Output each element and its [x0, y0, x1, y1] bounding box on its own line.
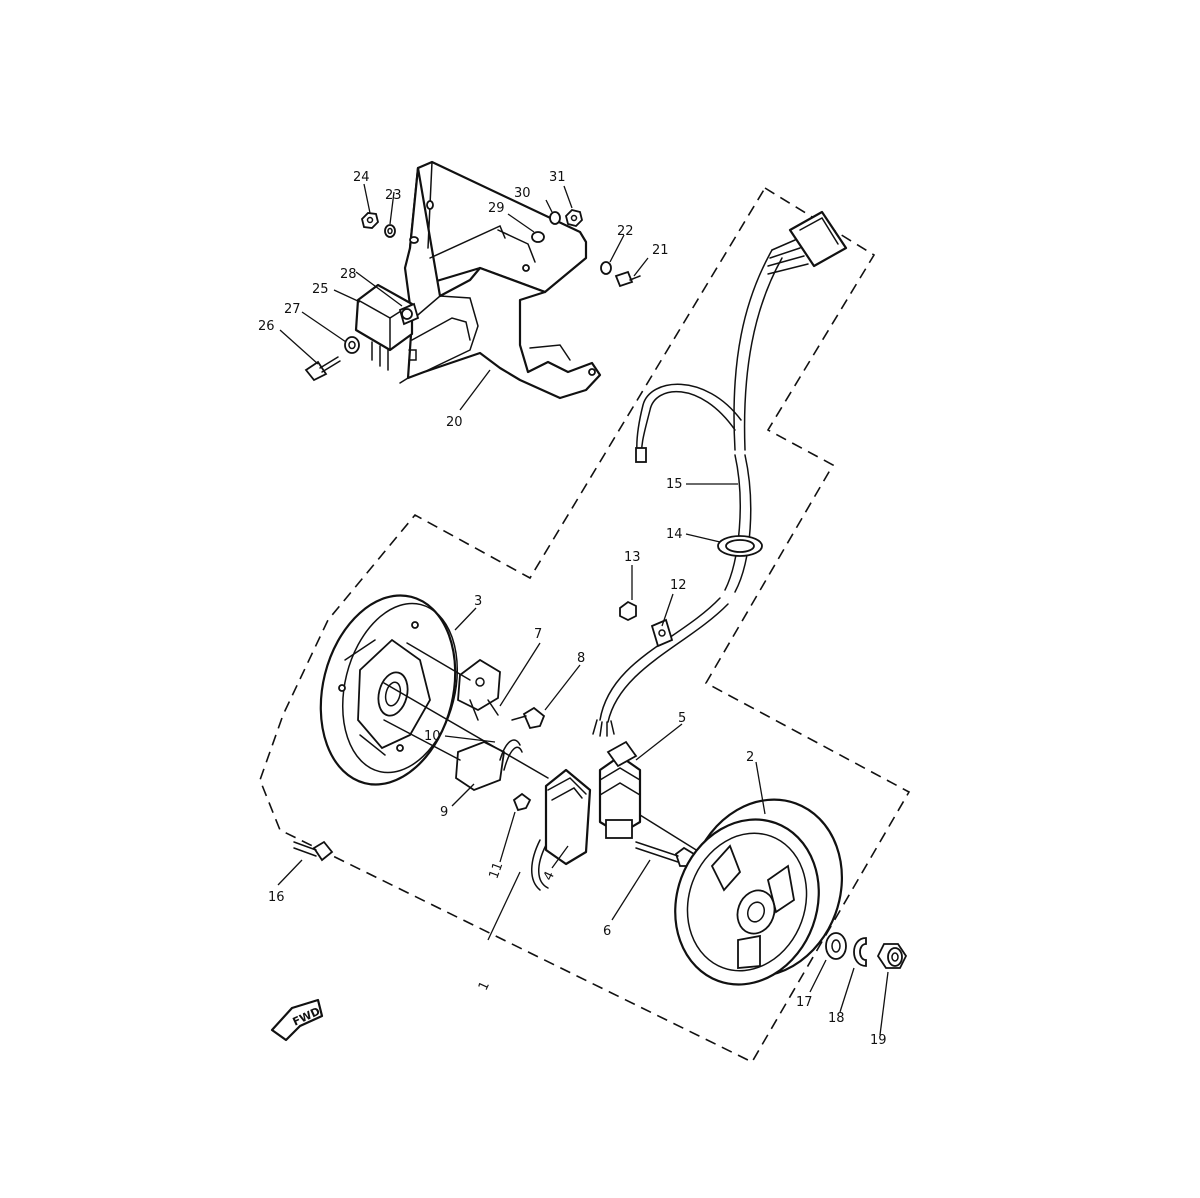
label-part-7: 7 [534, 627, 542, 642]
label-part-11: 11 [487, 860, 507, 881]
label-part-27: 27 [284, 302, 301, 317]
forward-direction-arrow: FWD [270, 998, 324, 1042]
label-part-28: 28 [340, 267, 357, 282]
label-part-13: 13 [624, 550, 641, 565]
bracket-hardware [304, 209, 641, 382]
screw-8 [511, 706, 546, 730]
label-part-1: 1 [476, 979, 493, 993]
screw-11 [512, 792, 532, 812]
screw-16 [293, 840, 334, 862]
label-part-14: 14 [666, 527, 683, 542]
leader-lines [277, 183, 889, 1036]
label-part-20: 20 [446, 415, 463, 430]
source-coil [598, 740, 642, 839]
flywheel-rotor [674, 798, 844, 986]
mounting-bracket [399, 160, 602, 400]
wire-harness [592, 210, 848, 737]
label-part-3: 3 [474, 594, 482, 609]
label-part-24: 24 [353, 170, 370, 185]
label-part-6: 6 [603, 924, 611, 939]
lighting-coil [531, 768, 592, 891]
label-part-2: 2 [746, 750, 754, 765]
label-part-17: 17 [796, 995, 813, 1010]
wire-clamp [619, 600, 674, 648]
label-part-30: 30 [514, 186, 531, 201]
rectifier-unit [354, 283, 414, 371]
label-part-18: 18 [828, 1011, 845, 1026]
label-part-26: 26 [258, 319, 275, 334]
assembly-axis-lines [383, 642, 739, 877]
label-part-5: 5 [678, 711, 686, 726]
label-part-4: 4 [541, 869, 558, 883]
rotor-fasteners [825, 932, 908, 969]
label-part-15: 15 [666, 477, 683, 492]
label-part-16: 16 [268, 890, 285, 905]
label-part-29: 29 [488, 201, 505, 216]
contact-breaker [457, 658, 501, 721]
part-number-labels: 1 2 3 4 5 6 7 8 9 10 11 12 13 14 15 16 1… [258, 170, 887, 1048]
label-part-25: 25 [312, 282, 329, 297]
label-part-19: 19 [870, 1033, 887, 1048]
stator-base-plate [319, 594, 459, 786]
label-part-10: 10 [424, 729, 441, 744]
condenser [455, 739, 523, 792]
label-part-21: 21 [652, 243, 669, 258]
long-bolt [635, 841, 696, 867]
assembly-boundary [259, 187, 911, 1064]
label-part-12: 12 [670, 578, 687, 593]
label-part-8: 8 [577, 651, 585, 666]
label-part-23: 23 [385, 188, 402, 203]
label-part-22: 22 [617, 224, 634, 239]
label-part-31: 31 [549, 170, 566, 185]
label-part-9: 9 [440, 805, 448, 820]
